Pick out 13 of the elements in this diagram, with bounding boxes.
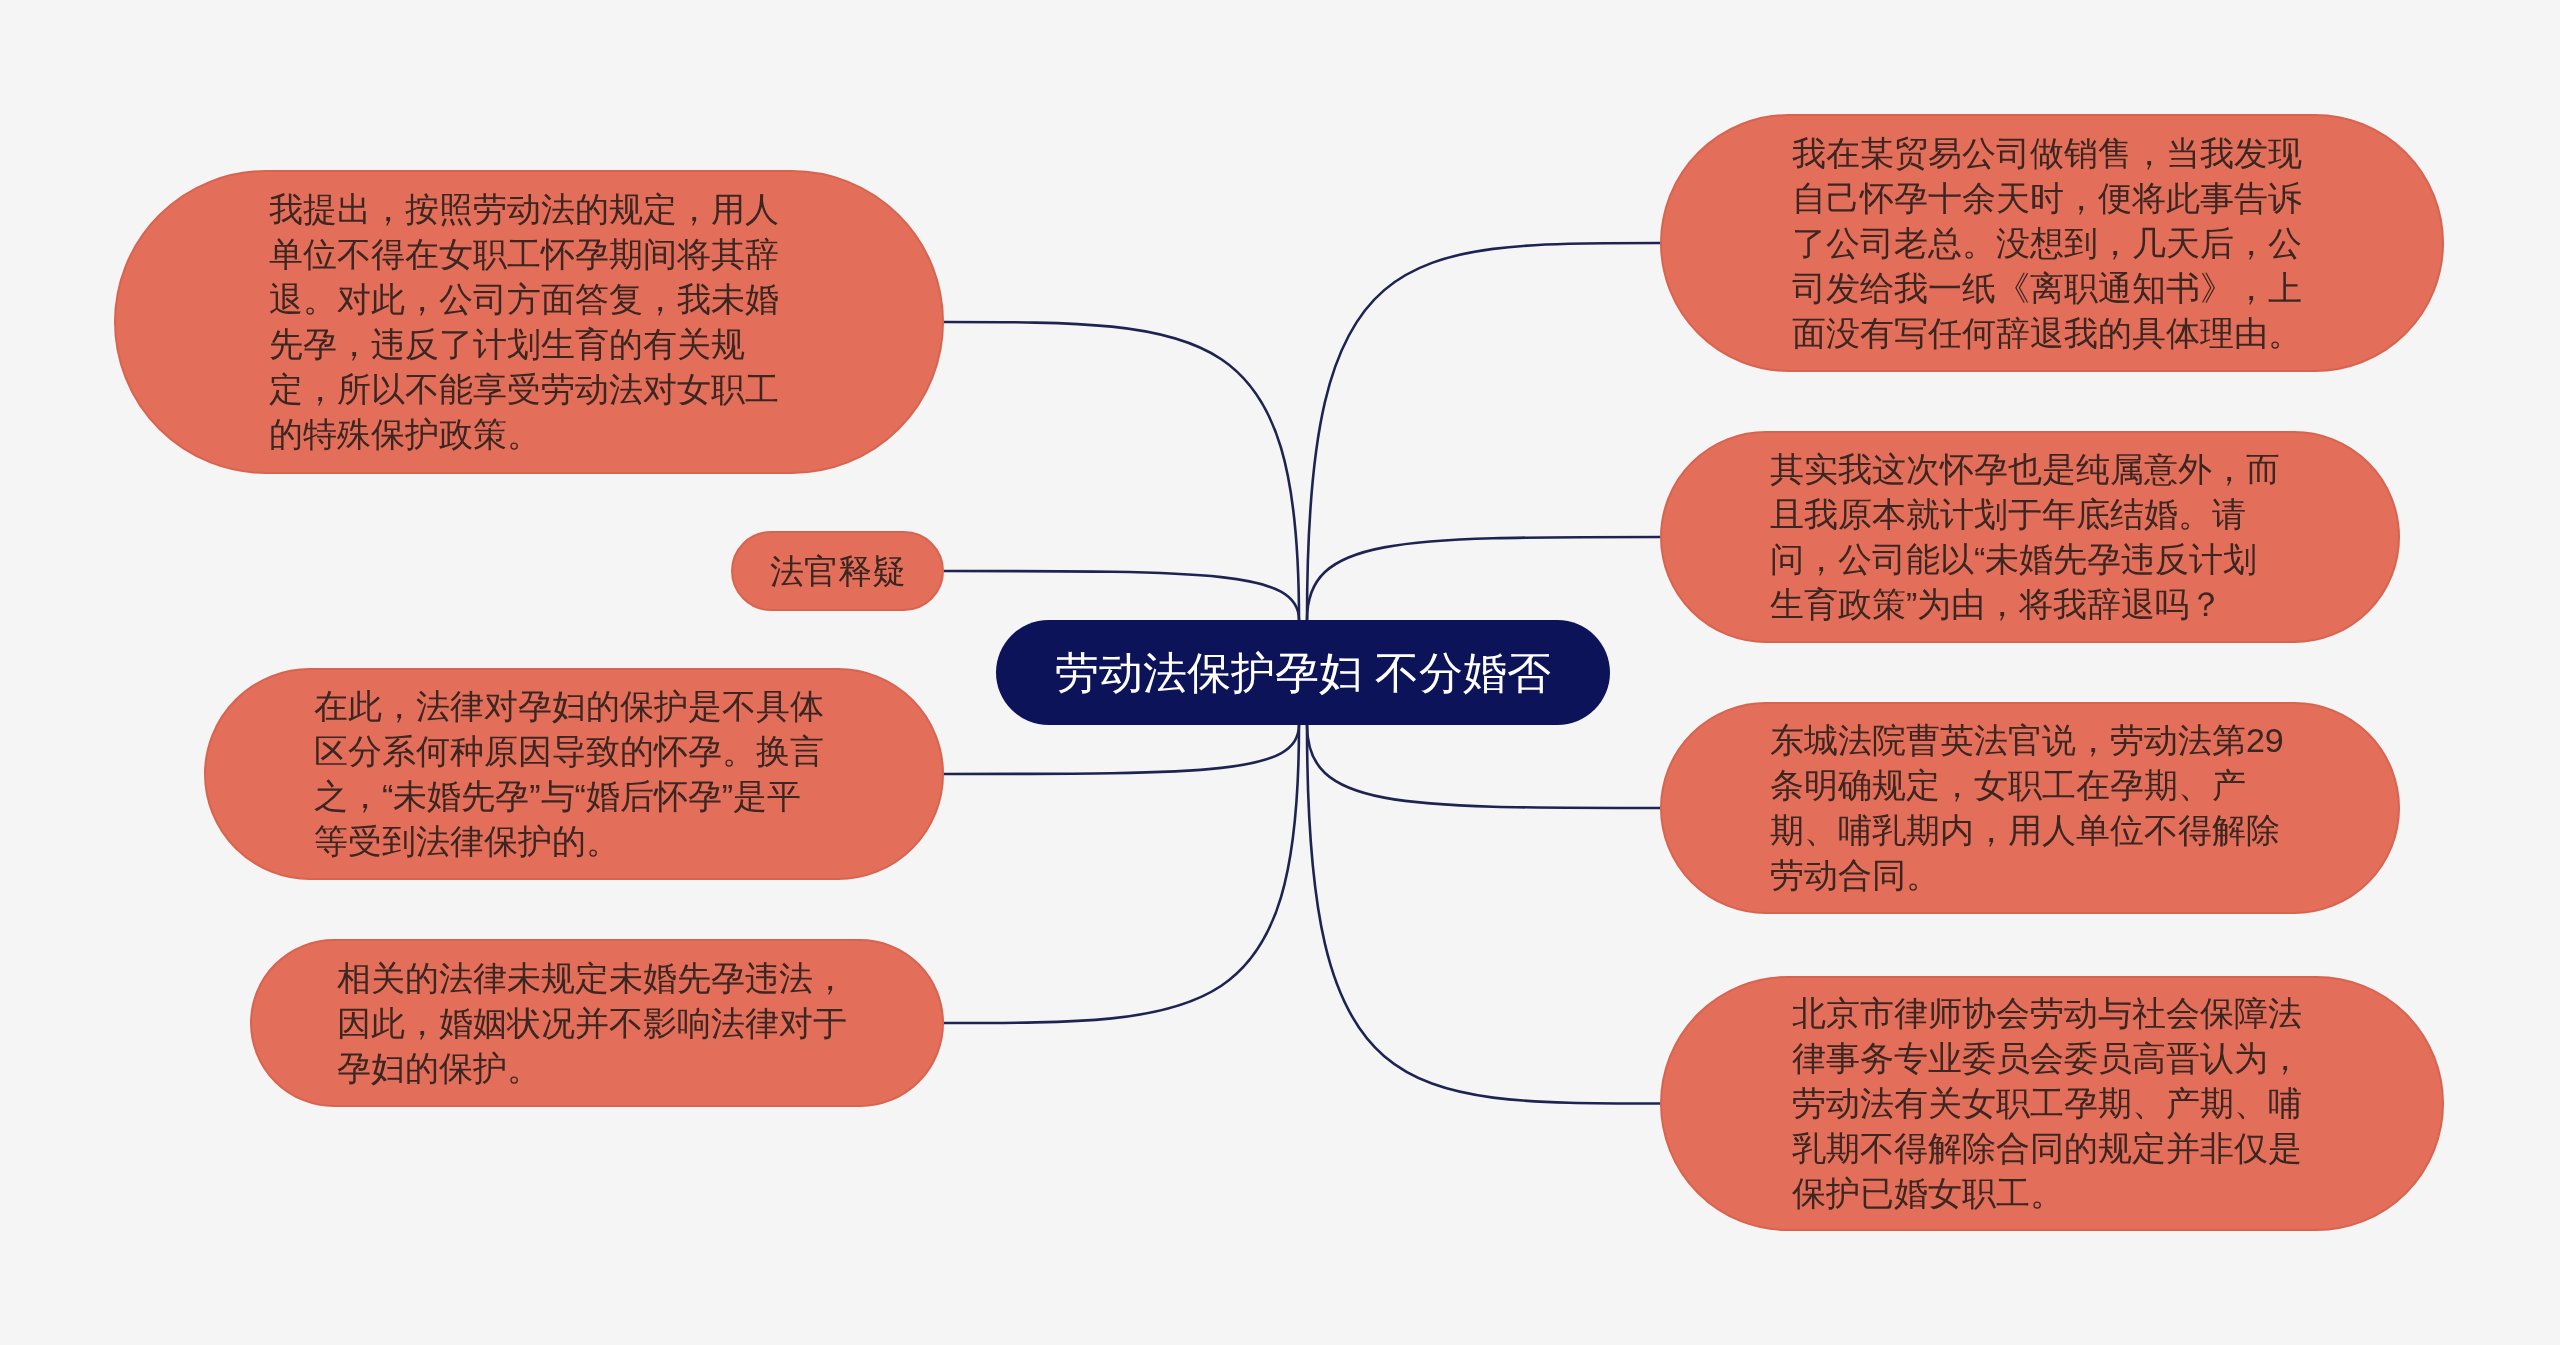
connector-line bbox=[944, 569, 1301, 621]
topic-text: 在此，法律对孕妇的保护是不具体区分系何种原因导致的怀孕。换言之，“未婚先孕”与“婚后怀孕”是平等受到法律保护的。 bbox=[313, 686, 825, 862]
topic-text: 法官释疑 bbox=[769, 550, 906, 592]
topic-text: 其实我这次怀孕也是纯属意外，而且我原本就计划于年底结婚。请问，公司能以“未婚先孕违反计划生育政策”为由，将我辞退吗？ bbox=[1769, 449, 2281, 625]
topic-title: 劳动法保护孕妇 不分婚否 bbox=[1054, 646, 1552, 699]
connector-line bbox=[1305, 724, 1660, 1105]
topic-text: 相关的法律未规定未婚先孕违法，因此，婚姻状况并不影响法律对于孕妇的保护。 bbox=[336, 957, 848, 1089]
topic-text: 北京市律师协会劳动与社会保障法律事务专业委员会委员高晋认为，劳动法有关女职工孕期、产期、哺乳期不得解除合同的规定并非仅是保护已婚女职工。 bbox=[1791, 993, 2303, 1214]
topic-text: 我在某贸易公司做销售，当我发现自己怀孕十余天时，便将此事告诉了公司老总。没想到，几天后，公司发给我一纸《离职通知书》，上面没有写任何辞退我的具体理由。 bbox=[1791, 132, 2303, 354]
topic-text: 东城法院曹英法官说，劳动法第29条明确规定，女职工在孕期、产期、哺乳期内，用人单位不得解除劳动合同。 bbox=[1769, 720, 2285, 896]
topic-text: 我提出，按照劳动法的规定，用人单位不得在女职工怀孕期间将其辞退。对此，公司方面答复，我未婚先孕，违反了计划生育的有关规定，所以不能享受劳动法对女职工的特殊保护政策。 bbox=[268, 189, 780, 455]
connector-line bbox=[1305, 535, 1660, 621]
connector-line bbox=[944, 724, 1301, 1025]
